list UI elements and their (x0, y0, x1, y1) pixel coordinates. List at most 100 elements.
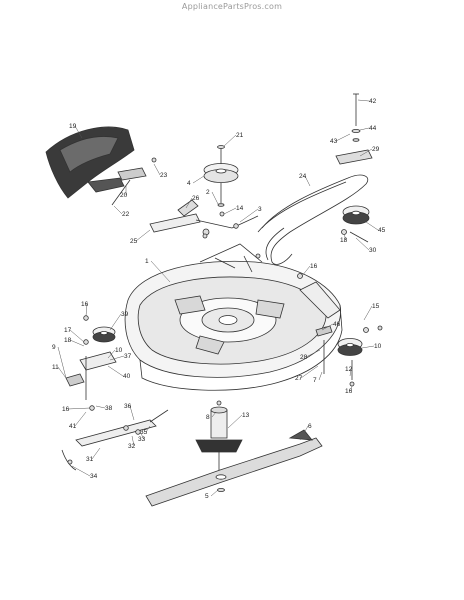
callout-leader (300, 365, 319, 379)
callout-number: 19 (69, 123, 77, 130)
callout-leader (227, 414, 243, 429)
callout-leader (129, 405, 135, 421)
callout-leader (211, 411, 217, 418)
callout-number: 10 (115, 347, 123, 354)
callout-number: 25 (130, 238, 138, 245)
callout-number: 28 (300, 354, 308, 361)
spindle-housing (195, 400, 243, 476)
callout-number: 44 (369, 125, 377, 132)
callout-number: 43 (330, 138, 338, 145)
callout-number: 27 (295, 375, 303, 382)
callout-leader (91, 447, 101, 460)
callout-number: 12 (345, 366, 353, 373)
callout-leader (355, 237, 370, 251)
callout-number: 17 (64, 327, 72, 334)
callout-leader (349, 368, 352, 377)
callout-number: 3 (258, 206, 262, 213)
belt-cover (45, 126, 147, 206)
callout-number: 36 (124, 403, 132, 410)
callout-number: 1 (145, 258, 149, 265)
callout-number: 46 (333, 321, 341, 328)
idler-pulley-right-lower (299, 281, 369, 387)
callout-leader (223, 134, 237, 147)
callout-leader (361, 345, 375, 349)
callout-number: 41 (69, 423, 77, 430)
callout-number: 38 (105, 405, 113, 412)
callout-number: 4 (187, 180, 191, 187)
callout-leader (301, 265, 311, 277)
callout-leader (210, 489, 219, 497)
callout-leader (343, 233, 347, 241)
callout-number: 14 (236, 205, 244, 212)
callout-number: 24 (299, 173, 307, 180)
callout-number: 9 (52, 344, 56, 351)
callout-leader (350, 385, 353, 392)
idler-pulley-left (65, 315, 117, 411)
callout-leader (359, 127, 370, 131)
callout-leader (109, 313, 122, 331)
callout-number: 42 (369, 98, 377, 105)
callout-number: 39 (121, 311, 129, 318)
callout-number: 33 (138, 436, 146, 443)
callout-number: 2 (206, 189, 210, 196)
callout-leader (107, 349, 116, 359)
callout-leader (223, 207, 237, 215)
callout-number: 6 (308, 423, 312, 430)
callout-number: 11 (52, 364, 59, 371)
callout-leader (74, 125, 83, 139)
callout-number: 22 (122, 211, 130, 218)
callout-number: 8 (206, 414, 210, 421)
callout-number: 7 (313, 377, 317, 384)
watermark: AppliancePartsPros.com (181, 2, 283, 11)
callout-leader (85, 303, 88, 317)
callout-leader (69, 329, 85, 343)
callout-leader (363, 305, 373, 321)
callout-leader (365, 221, 379, 231)
callout-number: 16 (345, 388, 353, 395)
callout-leader (304, 175, 311, 187)
callout-leader (359, 148, 373, 157)
callout-number: 16 (81, 301, 89, 308)
callout-number: 26 (192, 195, 200, 202)
callout-leader (107, 365, 124, 377)
callout-leader (357, 99, 370, 102)
callout-number: 10 (374, 343, 382, 350)
callout-leader (131, 435, 135, 447)
callout-leader (153, 163, 161, 176)
callout-number: 5 (205, 493, 209, 500)
callout-number: 34 (90, 473, 98, 480)
callout-leader (211, 191, 219, 205)
deck-lift-link (61, 409, 169, 471)
callout-number: 16 (310, 263, 318, 270)
callout-number: 32 (128, 443, 136, 450)
callout-leader (135, 229, 151, 242)
hardware (151, 157, 383, 337)
callout-leader (139, 431, 145, 440)
idler-arm (149, 199, 259, 236)
callout-number: 16 (62, 406, 70, 413)
callout-leader (299, 425, 309, 441)
callout-leader (71, 465, 91, 477)
callout-number: 40 (123, 373, 131, 380)
callout-number: 30 (369, 247, 377, 254)
callout-leader (145, 425, 151, 433)
callout-number: 31 (86, 456, 94, 463)
callout-number: 45 (378, 227, 386, 234)
callout-number: 20 (120, 192, 128, 199)
callout-leader (74, 411, 87, 427)
callout-number: 18 (340, 237, 348, 244)
callout-leader (335, 133, 351, 142)
callout-leader (305, 349, 321, 358)
callout-leader (239, 208, 259, 223)
callout-number: 15 (372, 303, 380, 310)
callout-leader (95, 405, 106, 409)
callout-leader (321, 323, 334, 331)
idler-pulley-right (335, 93, 373, 243)
callout-number: 37 (124, 353, 132, 360)
callout-leader (69, 339, 85, 347)
callout-leader (113, 205, 123, 215)
callout-number: 13 (242, 412, 250, 419)
